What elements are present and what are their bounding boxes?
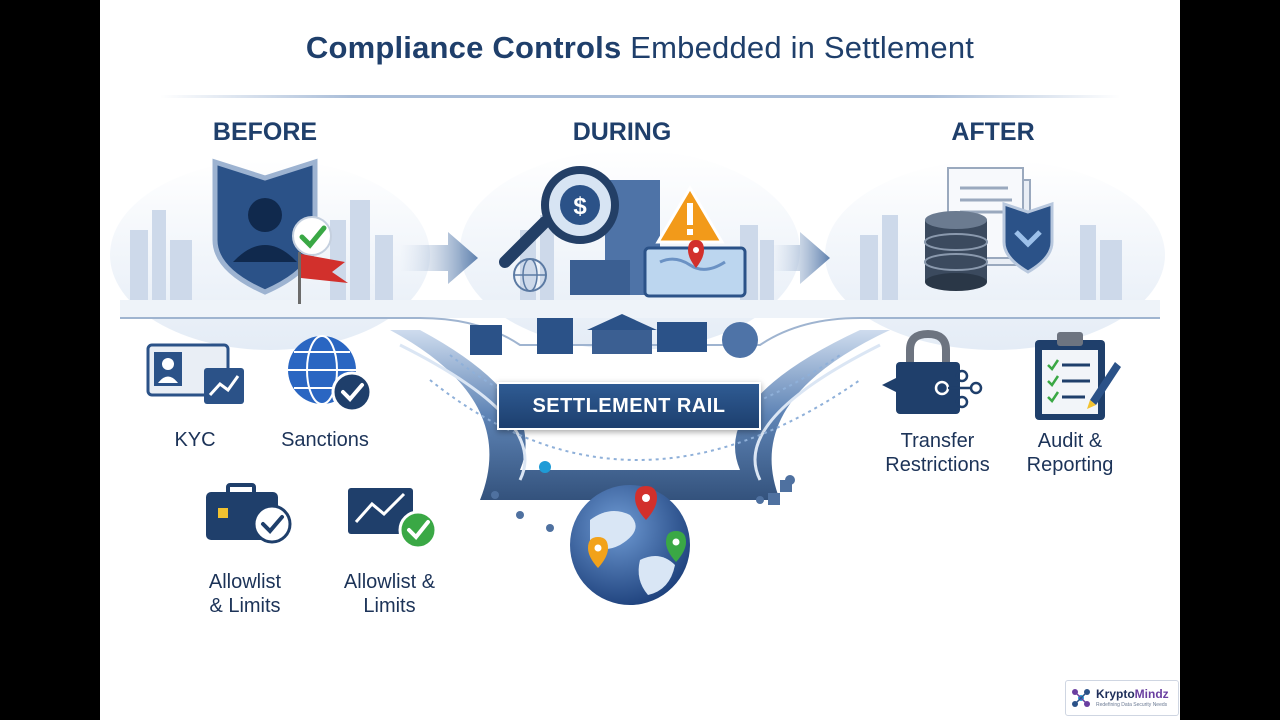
logo-tagline: Redefining Data Security Needs (1096, 702, 1168, 708)
world-map-icon (643, 240, 747, 298)
shield-user-icon (212, 158, 318, 295)
arrow-before-to-during (400, 232, 478, 284)
allowlist-limits-2-line1: Allowlist & (343, 571, 436, 593)
id-card-icon (146, 343, 244, 404)
skyline-after (860, 215, 1122, 300)
check-badge-icon (292, 216, 332, 256)
slide: $ (100, 0, 1180, 720)
sanctions-label: Sanctions (281, 429, 369, 451)
phase-before-heading: BEFORE (212, 118, 318, 146)
phase-during-heading: DURING (572, 118, 672, 146)
sanctions-globe-icon (288, 335, 373, 413)
transfer-restrictions-line1: Transfer (900, 430, 975, 452)
allowlist-limits-1-line1: Allowlist (208, 571, 282, 593)
logo-brand-text: KryptoMindz (1096, 687, 1169, 701)
padlock-network-icon (882, 329, 983, 414)
allowlist-limits-label-1: Allowlist & Limits (190, 570, 300, 618)
shield-after-icon (1002, 201, 1054, 274)
title-bold: Compliance Controls (305, 30, 622, 65)
allowlist-limits-1-line2: & Limits (209, 595, 281, 617)
diagram-artwork: $ (110, 150, 1165, 605)
settlement-rail-label: SETTLEMENT RAIL (497, 382, 761, 430)
title-divider (160, 95, 1120, 98)
database-icon (924, 211, 988, 291)
logo-brand-a: Krypto (1096, 687, 1135, 701)
briefcase-check-icon (206, 483, 292, 544)
allowlist-limits-label-2: Allowlist & Limits (332, 570, 447, 618)
chart-check-icon (348, 488, 438, 550)
rail-buildings (470, 314, 758, 358)
clipboard-icon (1035, 332, 1121, 420)
transfer-restrictions-label: Transfer Restrictions (880, 429, 995, 477)
allowlist-limits-2-line2: Limits (363, 595, 416, 617)
kyc-label: KYC (174, 429, 216, 451)
audit-reporting-label: Audit & Reporting (1020, 429, 1120, 477)
svg-text:$: $ (573, 193, 587, 220)
phase-after-heading: AFTER (951, 118, 1035, 146)
logo-brand-b: Mindz (1134, 687, 1169, 701)
magnifier-dollar-icon: $ (499, 166, 619, 268)
audit-reporting-line1: Audit & (1037, 430, 1103, 452)
network-nodes (491, 461, 795, 532)
warning-icon (655, 185, 725, 244)
red-flag-icon (298, 252, 348, 304)
globe-small-icon (513, 258, 547, 292)
arrow-during-to-after (770, 232, 830, 284)
audit-reporting-line2: Reporting (1026, 454, 1114, 476)
globe-icon (570, 485, 690, 605)
kryptomindz-logo: KryptoMindz Redefining Data Security Nee… (1065, 680, 1179, 716)
transfer-restrictions-line2: Restrictions (885, 454, 990, 476)
logo-mark-icon (1072, 689, 1090, 707)
slide-title: Compliance Controls Embedded in Settleme… (100, 30, 1180, 66)
title-rest: Embedded in Settlement (621, 30, 975, 65)
